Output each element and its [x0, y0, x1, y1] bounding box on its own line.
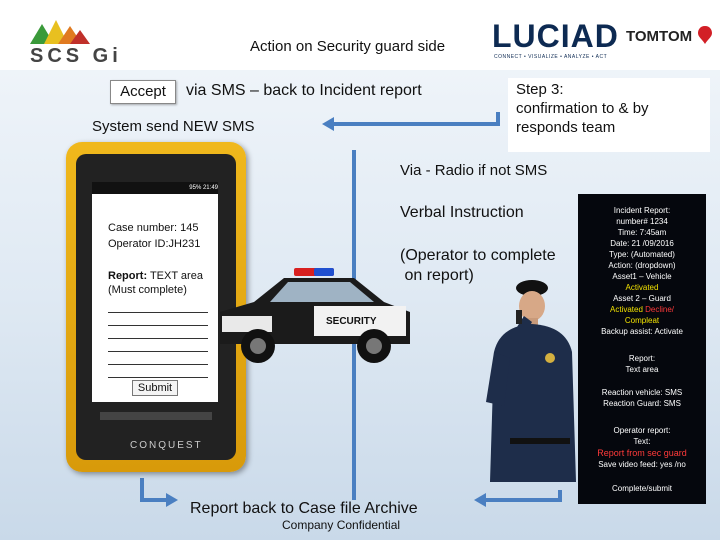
asset1-status: Activated — [578, 283, 706, 294]
arrowhead-bottom-left — [166, 493, 178, 507]
reaction-vehicle: Reaction vehicle: SMS — [578, 388, 706, 399]
incident-date: Date: 21 /09/2016 — [578, 239, 706, 250]
operator-id: Operator ID:JH231 — [108, 238, 200, 250]
report-text-area-label: Text area — [578, 365, 706, 376]
asset2-status-compleat: Compleat — [578, 316, 706, 327]
case-number: Case number: 145 — [108, 222, 199, 234]
asset2-label: Asset 2 – Guard — [578, 294, 706, 305]
asset2-status-decline: Decline/ — [643, 305, 674, 314]
must-complete-note: (Must complete) — [108, 284, 187, 296]
report-label: Report: — [108, 270, 147, 282]
reaction-guard: Reaction Guard: SMS — [578, 399, 706, 410]
connector-bottom-left — [142, 478, 168, 500]
report-back-text: Report back to Case file Archive — [190, 500, 418, 518]
report-text-area[interactable] — [108, 300, 208, 378]
phone-bottom-bar — [100, 412, 212, 420]
police-car-image: SECURITY — [214, 262, 414, 372]
report-from-guard: Report from sec guard — [578, 448, 706, 459]
operator-report-text: Text: — [578, 437, 706, 448]
confidential-note: Company Confidential — [282, 518, 400, 532]
asset1-label: Asset1 – Vehicle — [578, 272, 706, 283]
incident-number: number# 1234 — [578, 217, 706, 228]
incident-time: Time: 7:45am — [578, 228, 706, 239]
save-video-option[interactable]: Save video feed: yes /no — [578, 460, 706, 471]
operator-report-label: Operator report: — [578, 426, 706, 437]
submit-button[interactable]: Submit — [132, 380, 178, 396]
asset2-status-activated: Activated — [610, 305, 643, 314]
incident-report-panel: Incident Report: number# 1234 Time: 7:45… — [578, 194, 706, 504]
connector-sms-arrow — [330, 112, 498, 124]
incident-type: Type: (Automated) — [578, 250, 706, 261]
arrowhead-bottom-right — [474, 493, 486, 507]
incident-title: Incident Report: — [578, 206, 706, 217]
phone-brand: CONQUEST — [130, 440, 203, 451]
svg-text:SECURITY: SECURITY — [326, 316, 377, 327]
backup-assist: Backup assist: Activate — [578, 327, 706, 338]
report-field-label: Report: TEXT area — [108, 270, 203, 282]
report-label: Report: — [578, 354, 706, 365]
asset2-status: Activated Decline/ — [578, 305, 706, 316]
report-value: TEXT area — [147, 270, 203, 282]
complete-submit-button[interactable]: Complete/submit — [578, 484, 706, 495]
connector-bottom-right — [482, 490, 560, 500]
phone-status-bar: 95% 21:49 — [92, 182, 218, 194]
incident-action-dropdown[interactable]: Action: (dropdown) — [578, 261, 706, 272]
arrowhead-sms — [322, 117, 334, 131]
